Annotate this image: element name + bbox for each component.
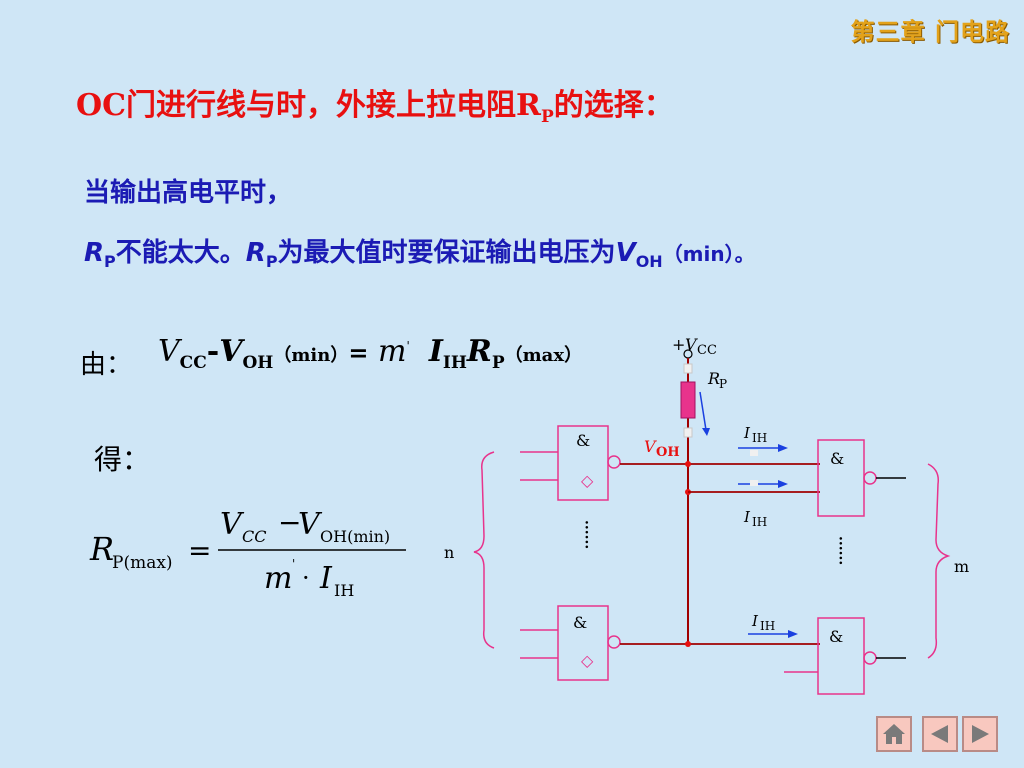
resistor-arrow	[699, 391, 707, 431]
eq2-equals: =	[188, 534, 211, 567]
iih-label-1-sub: IH	[752, 431, 767, 445]
eq-max: （max）	[504, 345, 583, 366]
load-gate-1-symbol: &	[830, 449, 844, 468]
wire-marker	[683, 363, 693, 374]
chapter-title: 第三章 门电路	[850, 17, 1010, 46]
eq2-den-dot: ·	[302, 564, 310, 592]
eq2-lhs: R	[89, 530, 114, 568]
equation-2: R P(max) = V CC − V OH(min) m ' · I IH	[89, 506, 406, 600]
iih-label-3-sub: IH	[760, 619, 775, 633]
iih-arrow-1-head	[778, 444, 788, 452]
eq-equals: =	[348, 339, 369, 367]
rp-symbol: R	[84, 238, 105, 268]
voh-sub: OH	[635, 252, 663, 272]
load-gate-1-bubble	[863, 471, 877, 485]
eq2-den-i: I	[319, 561, 333, 596]
left-brace	[473, 451, 495, 649]
title-text: OC门进行线与时，外接上拉电阻R	[76, 88, 541, 123]
eq-voh-sub: OH	[242, 353, 274, 373]
eq2-num-v2-sub: OH(min)	[320, 527, 390, 546]
iih-label-3: I	[751, 612, 759, 630]
rp-label: R	[707, 369, 720, 388]
title-sub: P	[540, 107, 554, 127]
voh-symbol: V	[615, 238, 636, 268]
label-from: 由：	[80, 350, 133, 380]
title-suffix: 的选择：	[553, 88, 674, 123]
next-button[interactable]	[962, 716, 998, 752]
eq2-num-v1: V	[220, 507, 245, 542]
equation-1: VCC-VOH（min）= m' IIHRP（max）	[158, 334, 582, 373]
home-icon	[883, 724, 905, 744]
prev-button[interactable]	[922, 716, 958, 752]
voh-label-sub: OH	[656, 445, 680, 460]
load-gate-m-bubble	[863, 651, 877, 665]
gate-1-output-bubble	[607, 455, 621, 469]
eq-min: （min）	[273, 345, 349, 366]
wire-marker	[750, 480, 758, 486]
wire-marker	[683, 427, 693, 438]
m-label: m	[954, 557, 969, 576]
label-result: 得：	[94, 443, 151, 476]
eq2-den-prime: '	[292, 557, 295, 571]
next-arrow-icon	[972, 725, 989, 743]
eq-i: I	[428, 334, 443, 369]
slide-title: OC门进行线与时，外接上拉电阻RP的选择：	[76, 80, 674, 127]
vcc-sub: CC	[697, 343, 717, 358]
eq2-num-v1-sub: CC	[242, 527, 266, 546]
junction-dot	[685, 641, 691, 647]
rp-label-sub: P	[719, 377, 727, 391]
iih-label-2: I	[743, 508, 751, 526]
eq-r: R	[466, 334, 492, 369]
pull-up-resistor	[680, 381, 696, 419]
n-label: n	[444, 543, 454, 562]
eq-i-sub: IH	[442, 353, 467, 373]
eq2-lhs-sub: P(max)	[112, 553, 173, 573]
eq-vcc: V	[158, 334, 180, 369]
eq-voh: V	[219, 334, 243, 369]
gate-n-oc-mark: ◇	[581, 651, 594, 670]
vcc-label: V	[685, 335, 698, 354]
gate-1-oc-mark: ◇	[581, 471, 594, 490]
gate-1-symbol: &	[576, 431, 590, 450]
rp-sub-2: P	[265, 252, 278, 272]
text-part-3: （min）。	[662, 242, 755, 266]
eq-m: m	[377, 334, 407, 369]
gate-ellipsis-right: ······	[832, 536, 848, 565]
junction-dot	[685, 461, 691, 467]
gate-n-output-bubble	[607, 635, 621, 649]
prev-arrow-icon	[931, 725, 948, 743]
iih-label-2-sub: IH	[752, 515, 767, 529]
home-button[interactable]	[876, 716, 912, 752]
rp-symbol-2: R	[245, 238, 266, 268]
eq2-num-minus: −	[278, 506, 301, 539]
resistor-arrow-head	[702, 428, 710, 436]
load-gate-m-symbol: &	[829, 627, 843, 646]
iih-arrow-2-head	[778, 480, 788, 488]
eq-r-sub: P	[491, 353, 505, 373]
text-part-1: 不能太大。	[115, 238, 246, 268]
right-brace	[927, 463, 951, 659]
iih-label-1: I	[743, 424, 751, 442]
eq-prime: '	[406, 339, 410, 353]
eq2-den-i-sub: IH	[334, 581, 354, 600]
eq-minus: -	[206, 334, 220, 369]
wire-marker	[750, 450, 758, 456]
rp-constraint-line: RP不能太大。RP为最大值时要保证输出电压为VOH（min）。	[84, 232, 755, 271]
eq2-num-v2: V	[298, 507, 323, 542]
gate-ellipsis-left: ······	[578, 520, 594, 549]
vcc-plus: +	[672, 335, 685, 354]
eq-vcc-sub: CC	[179, 353, 207, 373]
voh-label: V	[644, 437, 657, 456]
text-part-2: 为最大值时要保证输出电压为	[277, 238, 616, 268]
rp-sub: P	[104, 252, 116, 272]
iih-arrow-3-head	[788, 630, 798, 638]
eq2-den-m: m	[264, 561, 292, 596]
condition-line: 当输出高电平时，	[84, 178, 293, 208]
gate-n-symbol: &	[573, 613, 587, 632]
